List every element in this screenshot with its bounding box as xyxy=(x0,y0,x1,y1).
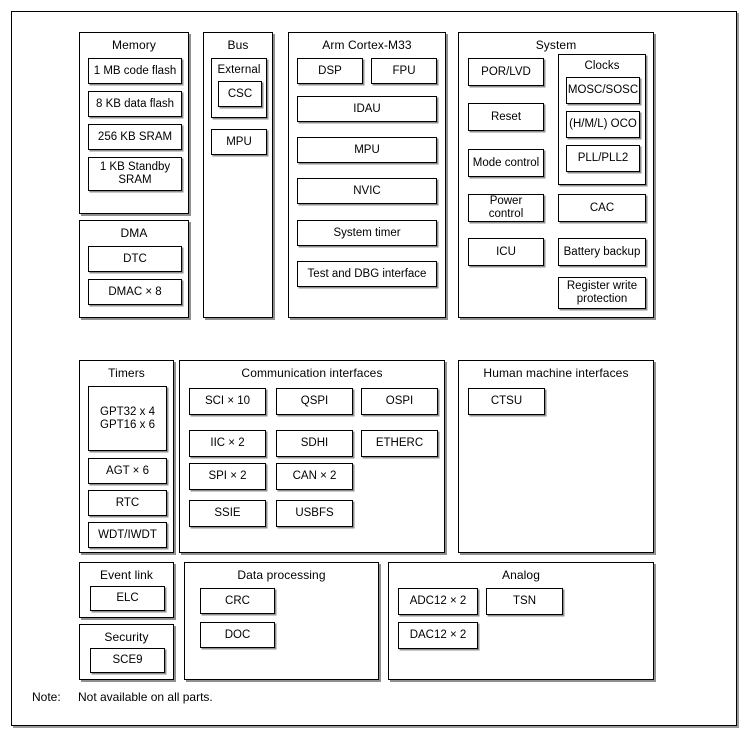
group-clocks-title: Clocks xyxy=(584,60,620,72)
group-dma-title: DMA xyxy=(120,226,148,240)
block-agt: AGT × 6 xyxy=(88,458,167,484)
group-security: Security SCE9 xyxy=(79,624,174,680)
block-sce9: SCE9 xyxy=(90,648,165,673)
note-label: Note: xyxy=(32,690,61,704)
block-cac: CAC xyxy=(558,194,646,222)
block-bus-mpu: MPU xyxy=(211,129,267,155)
group-timers: Timers GPT32 x 4 GPT16 x 6 AGT × 6 RTC W… xyxy=(79,360,174,553)
block-cpu-mpu: MPU xyxy=(297,137,437,163)
block-iic: IIC × 2 xyxy=(189,430,266,457)
group-human-machine-interfaces-title: Human machine interfaces xyxy=(483,366,629,380)
block-wdt-iwdt: WDT/IWDT xyxy=(88,522,167,548)
group-security-title: Security xyxy=(104,630,149,644)
group-human-machine-interfaces: Human machine interfaces CTSU xyxy=(458,360,654,553)
block-nvic: NVIC xyxy=(297,178,437,204)
group-memory-title: Memory xyxy=(112,38,156,52)
block-can: CAN × 2 xyxy=(276,463,353,490)
block-tsn: TSN xyxy=(486,588,563,615)
block-icu: ICU xyxy=(468,238,544,266)
block-dtc: DTC xyxy=(88,246,182,272)
group-bus-title: Bus xyxy=(227,38,249,52)
group-bus-external: External CSC xyxy=(211,58,267,118)
block-adc12: ADC12 × 2 xyxy=(398,588,478,615)
block-battery-backup: Battery backup xyxy=(558,238,646,266)
group-system-title: System xyxy=(535,38,577,52)
group-bus-external-title: External xyxy=(217,64,261,76)
block-dac12: DAC12 × 2 xyxy=(398,622,478,649)
block-qspi: QSPI xyxy=(276,388,353,415)
block-code-flash: 1 MB code flash xyxy=(88,58,182,84)
block-dsp: DSP xyxy=(297,58,363,84)
block-elc: ELC xyxy=(90,586,165,611)
block-doc: DOC xyxy=(200,622,275,648)
block-por-lvd: POR/LVD xyxy=(468,58,544,86)
block-power-control: Power control xyxy=(468,194,544,222)
block-system-timer: System timer xyxy=(297,220,437,246)
block-pll: PLL/PLL2 xyxy=(566,145,640,172)
block-sdhi: SDHI xyxy=(276,430,353,457)
group-analog: Analog ADC12 × 2 TSN DAC12 × 2 xyxy=(388,562,654,680)
block-idau: IDAU xyxy=(297,96,437,122)
block-rtc: RTC xyxy=(88,490,167,516)
group-cpu-title: Arm Cortex-M33 xyxy=(322,38,412,52)
group-data-processing-title: Data processing xyxy=(237,568,326,582)
block-gpt: GPT32 x 4 GPT16 x 6 xyxy=(88,386,167,451)
block-dmac: DMAC × 8 xyxy=(88,279,182,305)
block-oco: (H/M/L) OCO xyxy=(566,111,640,138)
block-data-flash: 8 KB data flash xyxy=(88,91,182,117)
block-csc: CSC xyxy=(218,81,262,107)
group-data-processing: Data processing CRC DOC xyxy=(184,562,379,680)
block-sci: SCI × 10 xyxy=(189,388,266,415)
group-memory: Memory 1 MB code flash 8 KB data flash 2… xyxy=(79,32,189,214)
block-register-write-protection: Register write protection xyxy=(558,277,646,309)
block-test-dbg-interface: Test and DBG interface xyxy=(297,261,437,287)
group-bus: Bus External CSC MPU xyxy=(203,32,273,318)
block-etherc: ETHERC xyxy=(361,430,438,457)
group-cpu: Arm Cortex-M33 DSP FPU IDAU MPU NVIC Sys… xyxy=(288,32,446,318)
block-usbfs: USBFS xyxy=(276,500,353,527)
group-dma: DMA DTC DMAC × 8 xyxy=(79,220,189,318)
group-event-link: Event link ELC xyxy=(79,562,174,618)
group-communication-interfaces-title: Communication interfaces xyxy=(241,366,383,380)
block-standby-sram: 1 KB Standby SRAM xyxy=(88,157,182,191)
block-mosc-sosc: MOSC/SOSC xyxy=(566,77,640,104)
block-ssie: SSIE xyxy=(189,500,266,527)
group-event-link-title: Event link xyxy=(99,568,154,582)
block-reset: Reset xyxy=(468,103,544,131)
block-fpu: FPU xyxy=(371,58,437,84)
block-sram: 256 KB SRAM xyxy=(88,124,182,150)
block-spi: SPI × 2 xyxy=(189,463,266,490)
group-communication-interfaces: Communication interfaces SCI × 10 QSPI O… xyxy=(179,360,445,553)
group-analog-title: Analog xyxy=(502,568,540,582)
block-mode-control: Mode control xyxy=(468,149,544,177)
block-crc: CRC xyxy=(200,588,275,614)
note-text: Not available on all parts. xyxy=(78,690,213,704)
group-system: System POR/LVD Reset Mode control Power … xyxy=(458,32,654,318)
group-clocks: Clocks MOSC/SOSC (H/M/L) OCO PLL/PLL2 xyxy=(558,54,646,185)
block-ctsu: CTSU xyxy=(468,388,545,415)
group-timers-title: Timers xyxy=(108,366,145,380)
block-ospi: OSPI xyxy=(361,388,438,415)
